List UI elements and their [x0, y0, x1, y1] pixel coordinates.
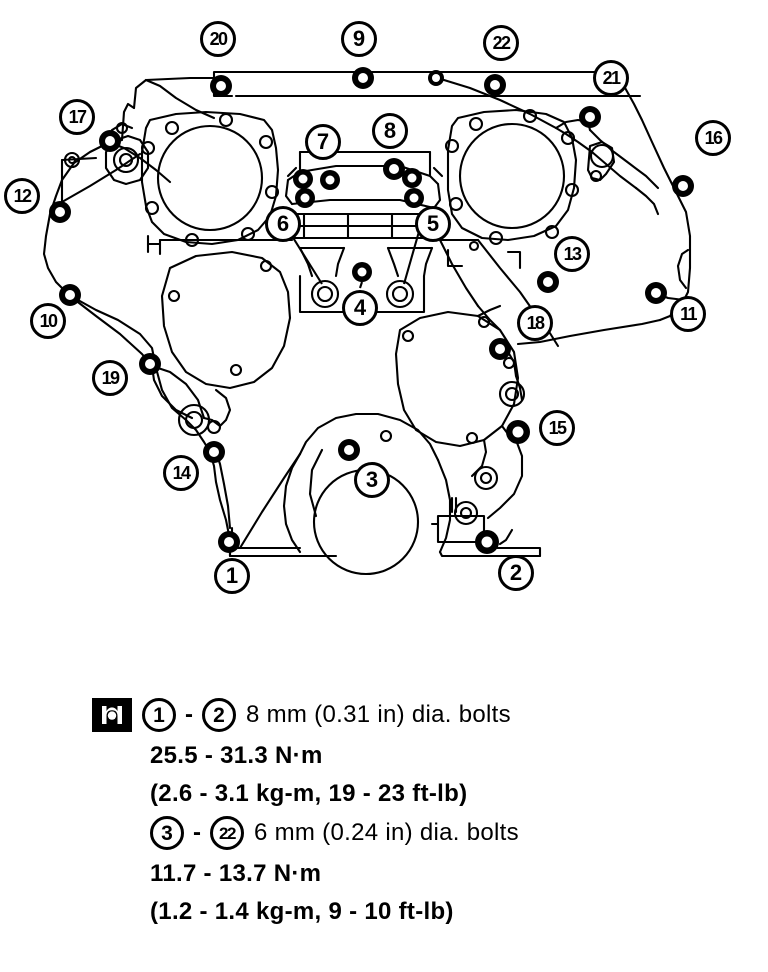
callout-badge-12: 12 [4, 178, 40, 214]
callout-badge-1: 1 [214, 558, 250, 594]
callout-badge-10: 10 [30, 303, 66, 339]
legend-torque-alt-2: (1.2 - 1.4 kg-m, 9 - 10 ft-lb) [150, 898, 454, 925]
callout-badge-18: 18 [517, 305, 553, 341]
callout-badge-11: 11 [670, 296, 706, 332]
engine-block-linework [42, 67, 694, 576]
legend-range-from-1: 1 [142, 698, 176, 732]
engine-block-diagram [42, 67, 694, 576]
legend-spec-1: 8 mm (0.31 in) dia. bolts [246, 701, 511, 728]
callout-badge-13: 13 [554, 236, 590, 272]
callout-badge-2: 2 [498, 555, 534, 591]
bolt-hole-group [49, 67, 694, 554]
callout-badge-3: 3 [354, 462, 390, 498]
callout-badge-9: 9 [341, 21, 377, 57]
callout-badge-4: 4 [342, 290, 378, 326]
callout-badge-21: 21 [593, 60, 629, 96]
callout-badge-6: 6 [265, 206, 301, 242]
legend-group-1-header: 1 - 2 8 mm (0.31 in) dia. bolts [92, 698, 511, 732]
callout-badge-8: 8 [372, 113, 408, 149]
legend-torque-alt-1: (2.6 - 3.1 kg-m, 19 - 23 ft-lb) [150, 780, 468, 807]
legend-range-from-2: 3 [150, 816, 184, 850]
callout-badge-17: 17 [59, 99, 95, 135]
callout-badge-7: 7 [305, 124, 341, 160]
legend-group-2-header: 3 - 22 6 mm (0.24 in) dia. bolts [150, 816, 519, 850]
callout-badge-16: 16 [695, 120, 731, 156]
torque-spec-legend: 1 - 2 8 mm (0.31 in) dia. bolts 25.5 - 3… [0, 690, 768, 960]
callout-badge-20: 20 [200, 21, 236, 57]
legend-dash-1: - [185, 701, 193, 728]
callout-badge-14: 14 [163, 455, 199, 491]
legend-spec-2: 6 mm (0.24 in) dia. bolts [254, 819, 519, 846]
callout-badge-15: 15 [539, 410, 575, 446]
legend-range-to-2: 22 [210, 816, 244, 850]
callout-badge-5: 5 [415, 206, 451, 242]
wrench-icon [92, 698, 132, 732]
callout-badge-22: 22 [483, 25, 519, 61]
legend-range-to-1: 2 [202, 698, 236, 732]
legend-torque-nm-2: 11.7 - 13.7 N·m [150, 860, 322, 887]
legend-dash-2: - [193, 819, 201, 846]
legend-torque-nm-1: 25.5 - 31.3 N·m [150, 742, 323, 769]
callout-badge-19: 19 [92, 360, 128, 396]
